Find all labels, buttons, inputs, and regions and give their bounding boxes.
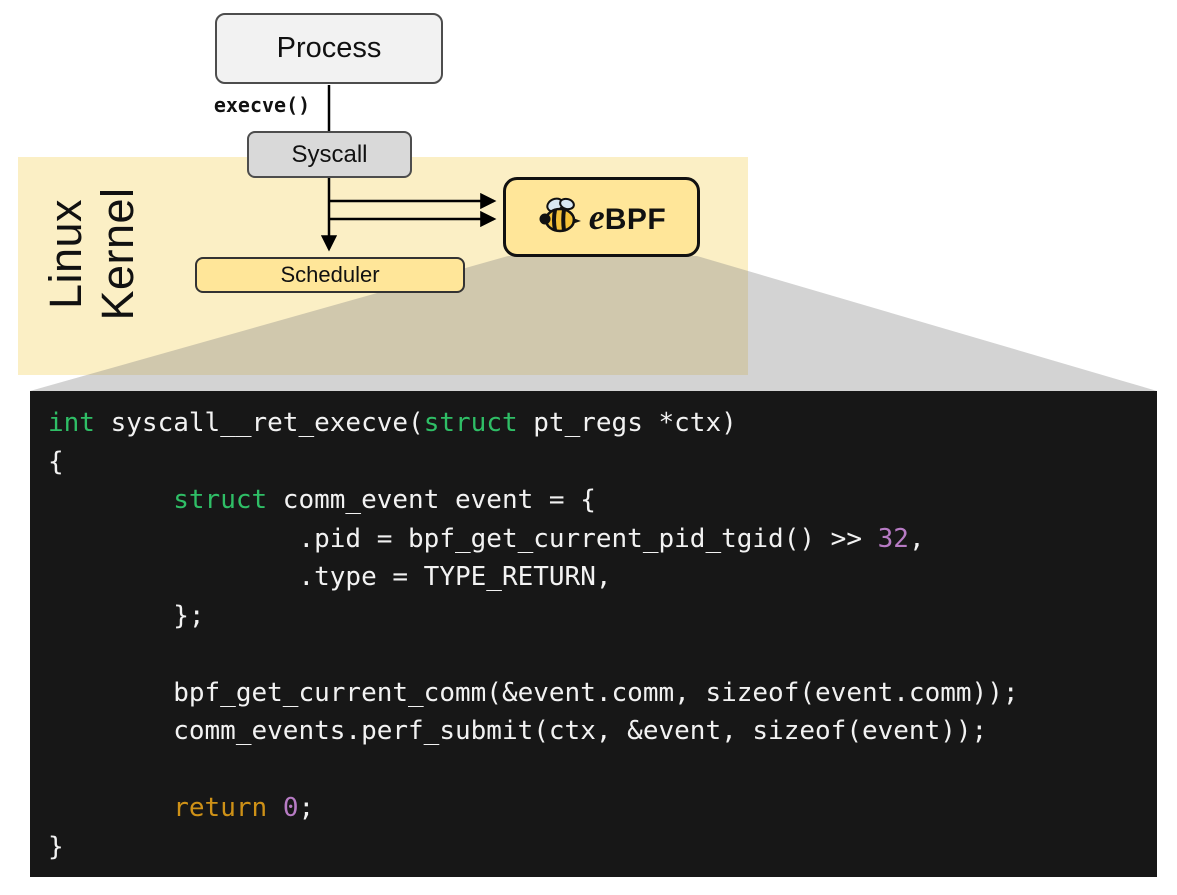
code-line [48, 635, 1149, 674]
scheduler-label: Scheduler [280, 262, 380, 287]
code-line: .type = TYPE_RETURN, [48, 562, 612, 592]
ebpf-label-bpf: BPF [604, 203, 667, 236]
code-line: .pid = bpf_get_current_pid_tgid() >> 32, [48, 523, 925, 554]
syscall-box: Syscall [247, 131, 412, 178]
code-line: }; [48, 600, 205, 631]
code-block: int syscall__ret_execve(struct pt_regs *… [30, 391, 1157, 877]
code-line: comm_events.perf_submit(ctx, &event, siz… [48, 716, 988, 746]
process-box: Process [215, 13, 443, 84]
code-line: int syscall__ret_execve(struct pt_regs *… [48, 408, 737, 438]
bee-icon [537, 195, 583, 240]
ebpf-label-e: e [588, 197, 605, 237]
code-line: { [48, 446, 64, 477]
ebpf-box: e BPF [503, 177, 700, 257]
ebpf-label: e BPF [589, 196, 666, 238]
execve-call-label: execve() [213, 93, 311, 117]
code-line: return 0; [173, 793, 315, 823]
process-label: Process [276, 32, 382, 64]
code-line: bpf_get_current_comm(&event.comm, sizeof… [48, 677, 1019, 708]
code-line: } [48, 831, 64, 862]
linux-kernel-label-line2: Kernel [92, 187, 143, 321]
syscall-label: Syscall [291, 140, 368, 168]
linux-kernel-label-line1: Linux [39, 198, 91, 310]
linux-kernel-label: Linux Kernel [40, 187, 144, 320]
code-line [48, 751, 1149, 790]
code-line: struct comm_event event = { [173, 485, 596, 515]
scheduler-box: Scheduler [195, 257, 465, 293]
